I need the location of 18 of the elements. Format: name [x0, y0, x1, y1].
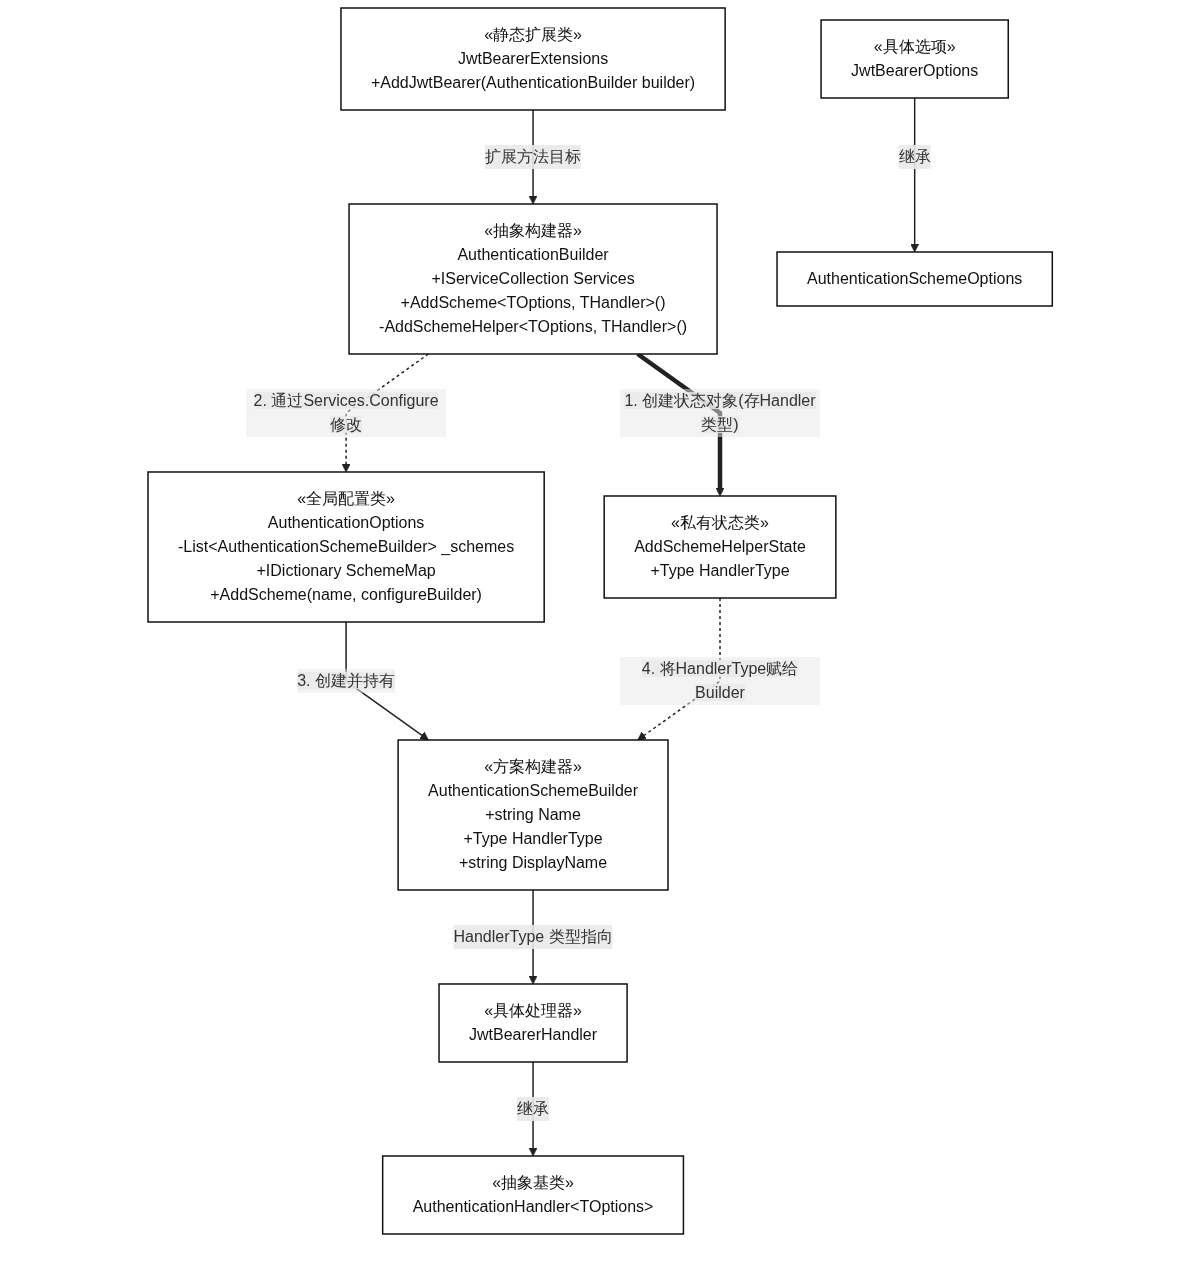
- edge-label: 1. 创建状态对象(存Handler类型): [624, 392, 816, 433]
- node-box: «全局配置类» AuthenticationOptions -List<AuthenticationSchemeBuilder> _schemes +IDictionary SchemeMap +AddScheme(name, configureBuilder): [147, 471, 546, 623]
- node-box: «静态扩展类» JwtBearerExtensions +AddJwtBearer(AuthenticationBuilder builder): [340, 7, 727, 111]
- node-box: «抽象基类» AuthenticationHandler<TOptions>: [382, 1155, 685, 1235]
- edge-label: 继承: [899, 148, 932, 165]
- node-box: «私有状态类» AddSchemeHelperState +Type HandlerType: [603, 495, 837, 599]
- arrow: [637, 597, 722, 741]
- node-box: AuthenticationSchemeOptions: [776, 251, 1054, 307]
- node-box: «抽象构建器» AuthenticationBuilder +IServiceCollection Services +AddScheme<TOptions, THandler>() -AddSchemeHelper<TOptions, THandler>(): [348, 203, 719, 355]
- edge-label: 扩展方法目标: [485, 148, 582, 165]
- node-box: «方案构建器» AuthenticationSchemeBuilder +string Name +Type HandlerType +string DisplayName: [397, 739, 670, 891]
- edge-label: HandlerType 类型指向: [453, 927, 613, 945]
- edge-label: 2. 通过Services.Configure修改: [253, 392, 439, 433]
- edge-label: 3. 创建并持有: [297, 671, 396, 689]
- edge-label: 继承: [517, 1099, 550, 1117]
- node-box: «具体处理器» JwtBearerHandler: [438, 983, 629, 1063]
- node-box: «具体选项» JwtBearerOptions: [820, 19, 1010, 99]
- edge-label: 4. 将HandlerType赋给Builder: [642, 659, 799, 701]
